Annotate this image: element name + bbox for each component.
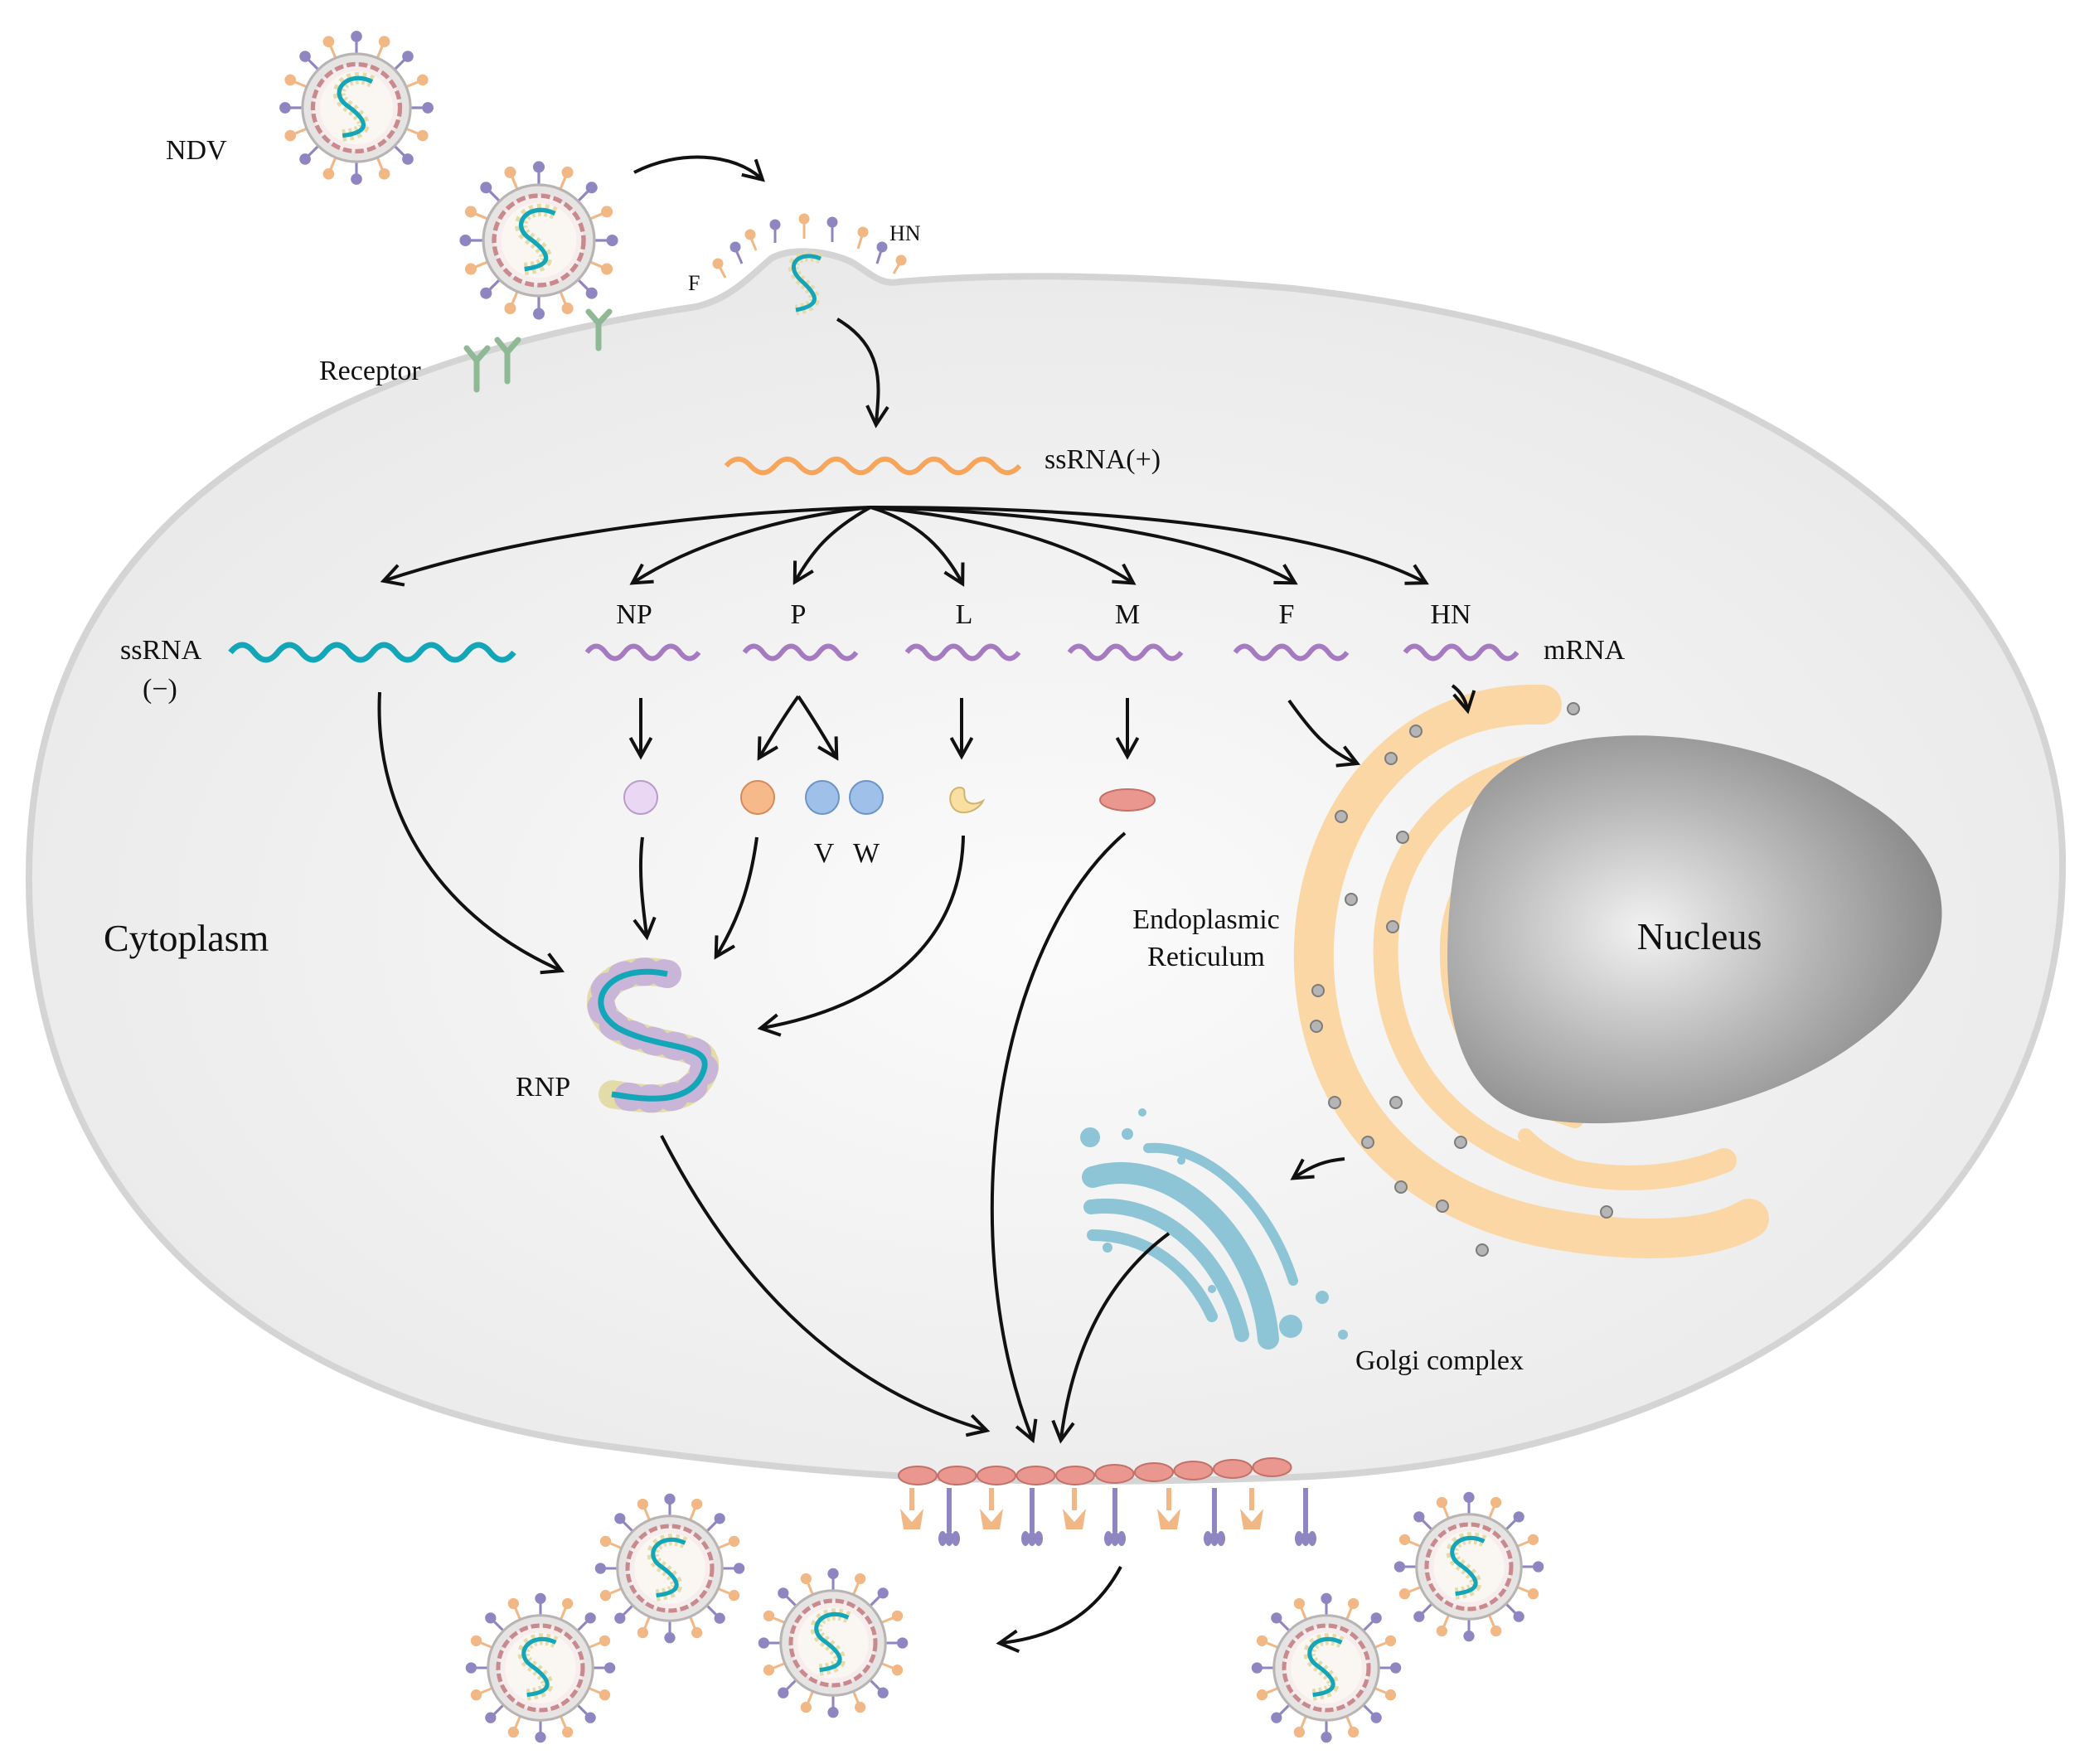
arrow-hn-to-er [1451,684,1476,715]
hn-spike [1295,1488,1316,1546]
label-er-line1: Endoplasmic [1132,904,1280,935]
m-protein-unit [898,1466,938,1485]
progeny-virion-1 [596,1495,743,1641]
label-gene-m: M [1115,599,1140,630]
arrow-p-to-p [757,695,800,761]
label-ndv: NDV [166,135,227,166]
label-er-line2: Reticulum [1147,942,1265,972]
label-receptor: Receptor [319,356,421,386]
arrow-ssrna-to-rnp [377,691,565,975]
m-protein-unit [1055,1466,1095,1485]
ssrna-plus-strand [724,456,1022,476]
m-protein-unit [1252,1457,1292,1477]
label-cytoplasm: Cytoplasm [104,917,269,959]
m-protein-unit [1173,1461,1214,1480]
mrna-hn [1403,643,1519,662]
label-rnp: RNP [516,1072,570,1102]
label-v: V [814,838,835,869]
golgi-complex [1082,1142,1298,1350]
m-protein-layer [898,1457,1292,1485]
arrow-p-to-vw [797,695,839,761]
arrow-release [996,1566,1122,1654]
receptor-icon [463,308,613,393]
label-gene-p: P [791,599,807,630]
m-protein-unit [1015,1466,1056,1485]
v-protein [805,780,840,815]
arrow-entry [633,155,765,182]
mrna-m [1067,643,1184,662]
hn-spike [1021,1488,1043,1546]
label-gene-hn: HN [1430,599,1471,630]
label-ssrna-minus: ssRNA [120,635,202,666]
ssrna-minus-strand [228,642,516,663]
arrow-to-m [870,506,1137,585]
mrna-group [584,643,1519,662]
arrow-uncoating [836,317,889,429]
arrow-l-to-rnp [757,835,965,1037]
m-protein-unit [937,1466,977,1485]
label-w: W [853,838,880,869]
mrna-f [1233,643,1350,662]
mrna-np [584,643,701,662]
arrow-to-f [870,506,1298,585]
arrow-to-l [870,506,965,587]
progeny-virion-5 [1253,1594,1399,1741]
m-protein-unit [977,1466,1016,1485]
w-protein [849,780,884,815]
m-protein-unit [1094,1464,1135,1484]
arrow-to-hn [870,506,1429,585]
m-protein-unit [1213,1459,1253,1479]
rnp-complex [586,957,719,1113]
hn-spike [938,1488,960,1546]
f-spike [1240,1488,1263,1529]
progeny-virion-2 [467,1594,613,1741]
m-protein [1099,788,1156,812]
arrow-rnp-to-membrane [660,1135,991,1437]
label-ssrna-minus-sign: (−) [143,674,177,705]
arrow-golgi-to-membrane [1051,1232,1171,1444]
arrow-to-p [792,506,871,585]
label-gene-np: NP [616,599,652,630]
ribosome-dots [1310,702,1613,1257]
label-nucleus: Nucleus [1637,915,1762,957]
progeny-virion-3 [759,1569,906,1716]
label-gene-l: L [956,599,973,630]
label-gene-f: F [1279,599,1295,630]
label-mrna: mRNA [1544,635,1626,666]
label-f-spike: F [688,271,700,295]
arrow-p-to-rnp [714,836,759,960]
arrow-m-to-membrane [990,831,1127,1444]
f-spike [1063,1488,1086,1529]
f-spike [1157,1488,1180,1529]
golgi-vesicles [1080,1108,1348,1340]
ndv-virion-attaching [461,162,617,318]
label-hn-spike: HN [889,221,921,245]
label-golgi: Golgi complex [1355,1345,1524,1376]
hn-spike [1204,1488,1225,1546]
arrows [377,155,1476,1654]
progeny-virion-4 [1395,1493,1542,1640]
ndv-virion-extracellular [281,32,433,184]
arrow-np-to-rnp [633,836,657,941]
arrow-to-ssrna-minus [380,506,871,587]
label-ssrna-plus: ssRNA(+) [1044,444,1161,475]
mrna-p [742,643,859,662]
f-spike [980,1488,1003,1529]
p-protein [740,780,775,815]
arrow-er-to-golgi [1290,1157,1345,1180]
budding-spikes [900,1488,1316,1546]
f-spike [900,1488,923,1529]
hn-spike [1104,1488,1126,1546]
nucleus [1447,735,1942,1124]
np-protein [623,780,658,815]
mrna-l [904,643,1021,662]
fusion-bud [712,213,907,316]
arrow-f-to-er [1287,699,1361,768]
m-protein-unit [1134,1462,1174,1482]
arrow-to-np [629,506,871,585]
l-protein [949,786,986,814]
